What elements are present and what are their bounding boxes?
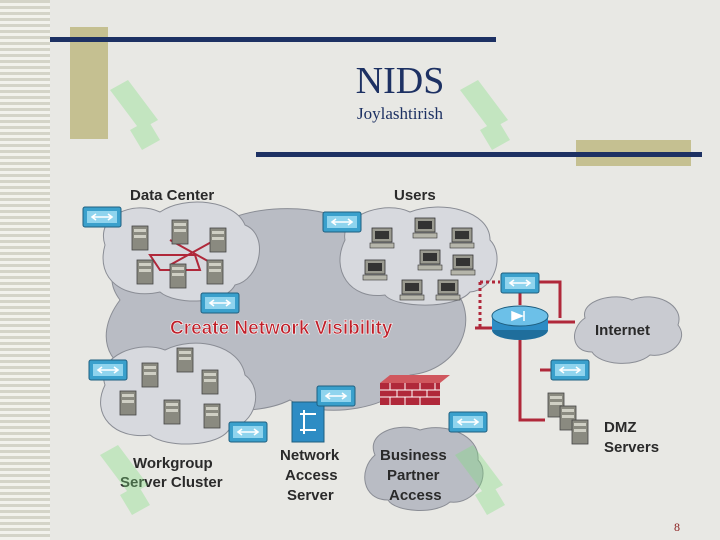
sensor-icon-router xyxy=(500,272,540,294)
users-label: Users xyxy=(394,187,436,204)
firewall-icon xyxy=(380,375,450,405)
server-icon xyxy=(206,259,224,285)
bp-label-line3: Access xyxy=(389,487,442,504)
slide-title: NIDS xyxy=(355,60,445,102)
olive-block-top-left xyxy=(70,27,108,139)
pc-icon xyxy=(417,249,443,271)
router-icon xyxy=(491,305,549,340)
sensor-icon-access-server xyxy=(316,385,356,407)
dmz-label-line2: Servers xyxy=(604,439,659,456)
bp-label-line2: Partner xyxy=(387,467,440,484)
pc-icon xyxy=(450,254,476,276)
server-icon xyxy=(209,227,227,253)
pc-icon xyxy=(362,259,388,281)
watermark-logos xyxy=(100,80,510,515)
sensor-icon-workgroup xyxy=(88,359,128,381)
nas-label-line2: Access xyxy=(285,467,338,484)
navy-rule-top xyxy=(50,37,496,42)
datacenter-mesh xyxy=(148,254,202,271)
pc-icon xyxy=(435,279,461,301)
server-icon xyxy=(169,263,187,289)
pc-icon xyxy=(369,227,395,249)
server-icon xyxy=(136,259,154,285)
dmz-label-line1: DMZ xyxy=(604,419,637,436)
sensor-icon-datacenter xyxy=(82,206,122,228)
link-router-to-dmz xyxy=(518,340,545,422)
slide-subtitle: Joylashtirish xyxy=(357,104,443,123)
page-number: 8 xyxy=(674,520,680,534)
server-icon xyxy=(141,362,159,388)
business-partner-cloud xyxy=(364,426,484,511)
server-icon xyxy=(201,369,219,395)
pc-icon xyxy=(449,227,475,249)
server-icon xyxy=(119,390,137,416)
nas-label-line3: Server xyxy=(287,487,334,504)
server-icon xyxy=(176,347,194,373)
internet-label: Internet xyxy=(595,322,650,339)
left-stripe-decoration xyxy=(0,0,50,540)
sensor-icon-workgroup-edge xyxy=(228,421,268,443)
internet-cloud xyxy=(574,296,683,364)
bp-label-line1: Business xyxy=(380,447,447,464)
sensor-icon-datacenter-edge xyxy=(200,292,240,314)
server-icon xyxy=(203,403,221,429)
sensor-icon-business-partner xyxy=(448,411,488,433)
server-icon xyxy=(571,419,589,445)
data-center-label: Data Center xyxy=(130,187,214,204)
workgroup-label-line2: Server Cluster xyxy=(120,474,223,491)
server-icon xyxy=(171,219,189,245)
nas-label-line1: Network xyxy=(280,447,340,464)
sensor-icon-users xyxy=(322,211,362,233)
pc-icon xyxy=(399,279,425,301)
sensor-icon-dmz xyxy=(550,359,590,381)
workgroup-label-line1: Workgroup xyxy=(133,455,213,472)
navy-rule-mid xyxy=(256,152,702,157)
access-server-icon xyxy=(291,401,325,443)
pc-icon xyxy=(412,217,438,239)
center-label: Create Network Visibility xyxy=(170,318,393,339)
server-icon xyxy=(163,399,181,425)
server-icon xyxy=(131,225,149,251)
